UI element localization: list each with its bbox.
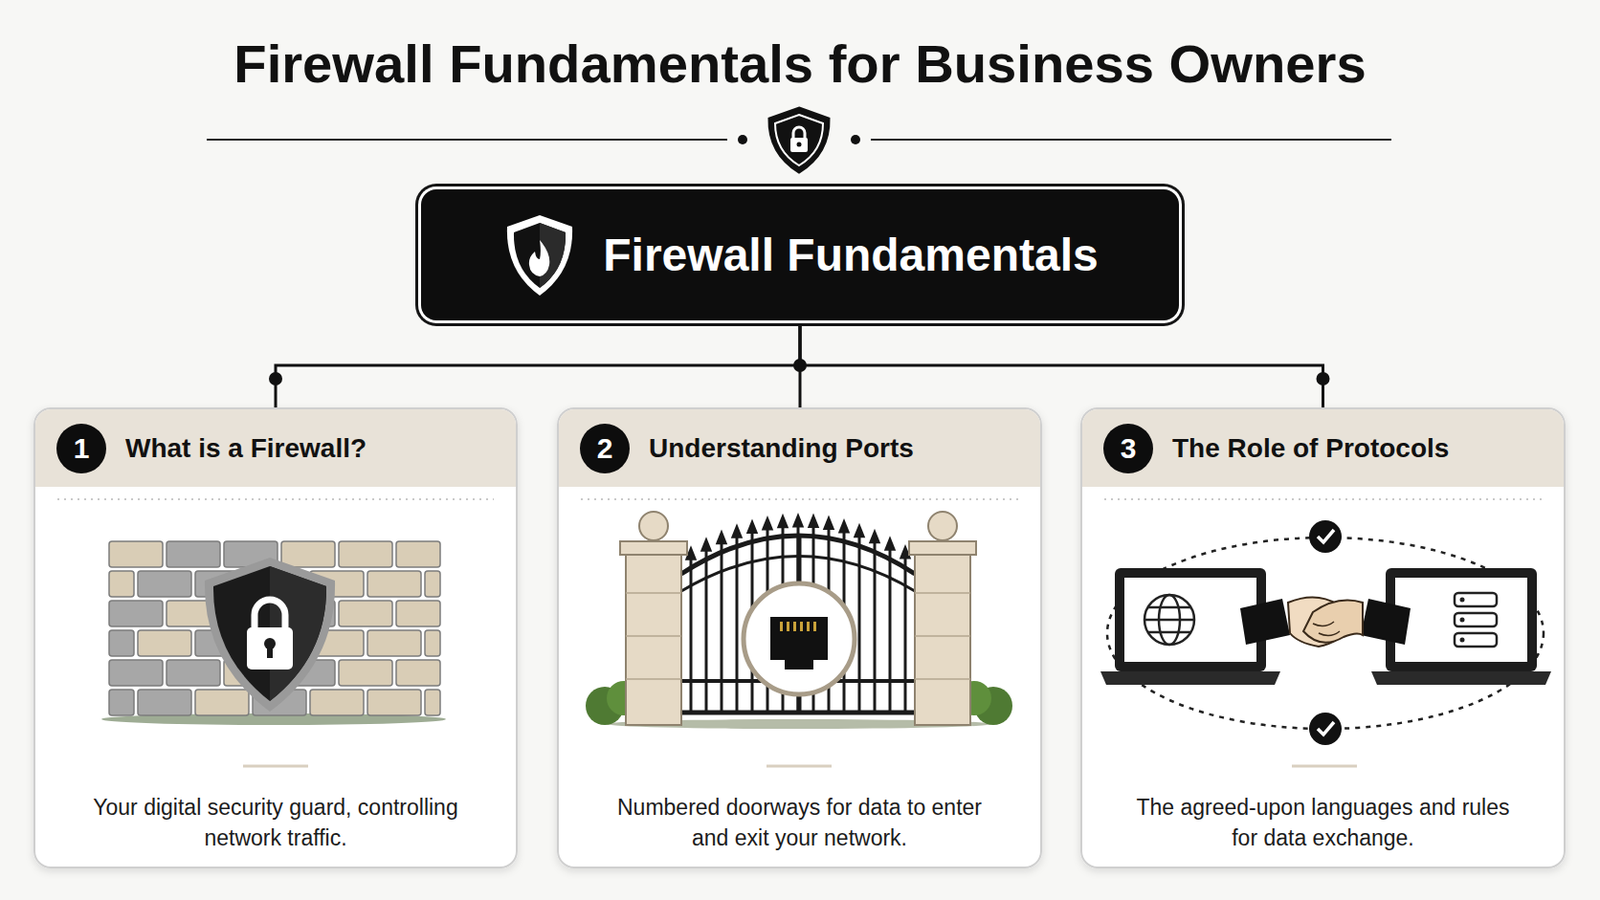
connector-line xyxy=(275,326,800,408)
card-header: 2 Understanding Ports xyxy=(558,409,1041,488)
callout-number: 2 xyxy=(579,423,630,474)
topic-card: 3 The Role of ProtocolsThe agreed-upon la… xyxy=(1080,407,1566,869)
card-heading: What is a Firewall? xyxy=(125,433,367,465)
topic-card: 1 What is a Firewall? Your digital securit… xyxy=(33,407,518,869)
junction-dot xyxy=(268,372,283,386)
connector-line xyxy=(800,326,1324,408)
card-header: 3 The Role of Protocols xyxy=(1082,409,1564,488)
gate-illustration xyxy=(585,511,1013,730)
card-heading: Understanding Ports xyxy=(648,433,914,465)
card-description: Your digital security guard, controlling… xyxy=(83,792,468,854)
protocol-illustration xyxy=(1100,520,1552,746)
callout-number: 1 xyxy=(56,423,107,474)
card-header: 1 What is a Firewall? xyxy=(35,409,516,488)
shield-flame-icon xyxy=(501,211,578,300)
junction-dot xyxy=(1316,372,1331,386)
card-description: Numbered doorways for data to enter and … xyxy=(606,792,993,854)
brick-wall xyxy=(101,541,446,726)
root-box: Firewall Fundamentals xyxy=(421,189,1179,321)
card-grounds xyxy=(33,407,1566,869)
title-ornament xyxy=(206,108,1392,173)
callout-number: 3 xyxy=(1103,423,1154,474)
topic-card: 2 Understanding PortsNumbered doorways fo… xyxy=(556,407,1043,869)
card-heading: The Role of Protocols xyxy=(1172,433,1449,465)
card-description: The agreed-upon languages and rules for … xyxy=(1130,792,1516,854)
diagram-title: Firewall Fundamentals for Business Owner… xyxy=(0,32,1600,95)
root-title: Firewall Fundamentals xyxy=(602,228,1098,282)
